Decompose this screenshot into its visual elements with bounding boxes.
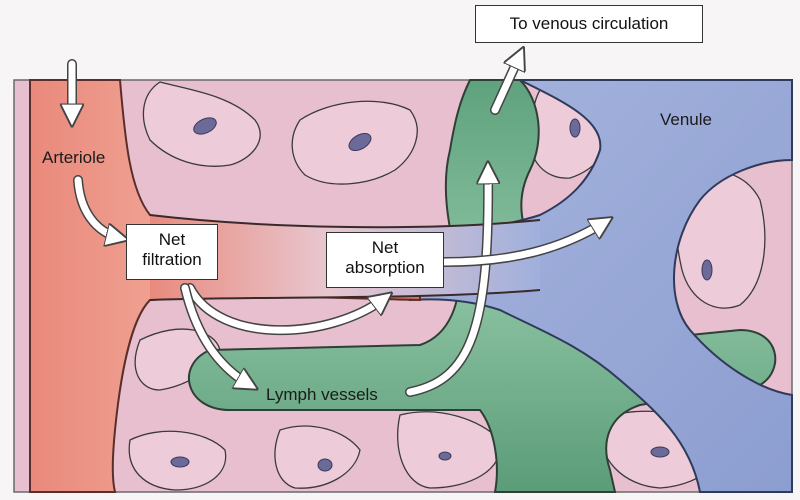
net-filtration-line-1: Net (158, 230, 186, 249)
lymph-vessels-label: Lymph vessels (266, 385, 378, 404)
venous-circulation-label: To venous circulation (509, 14, 669, 33)
net-absorption-line-1: Net (371, 238, 399, 257)
cell-nuclei (170, 117, 713, 472)
venule (409, 79, 793, 493)
arteriole-label: Arteriole (42, 148, 106, 167)
net-filtration-box: Net filtration (126, 224, 218, 280)
net-absorption-box: Net absorption (326, 232, 444, 288)
net-absorption-line-2: absorption (345, 258, 425, 277)
venous-circulation-box: To venous circulation (475, 5, 703, 43)
net-filtration-line-2: filtration (142, 250, 202, 269)
venule-label: Venule (660, 110, 712, 129)
flow-arrows (72, 55, 605, 397)
